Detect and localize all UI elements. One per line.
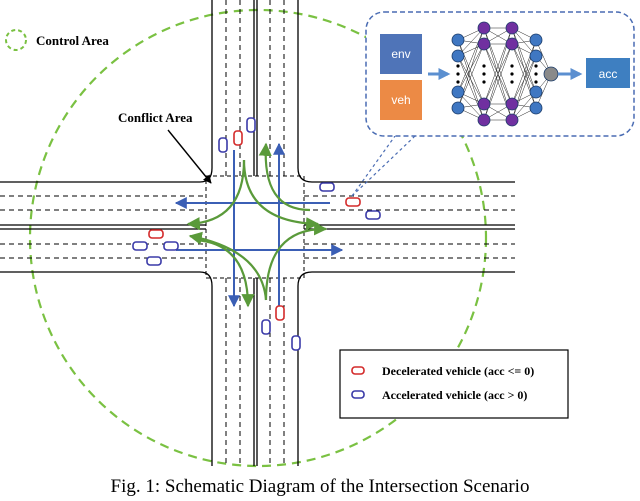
nn-node [543, 66, 559, 82]
acc-output-box [586, 58, 630, 88]
nn-ellipsis-dot [534, 64, 538, 68]
accelerated-vehicle [246, 117, 256, 133]
accelerated-vehicle [218, 137, 228, 153]
accelerated-vehicle [365, 210, 381, 220]
nn-node [505, 21, 519, 35]
nn-ellipsis-dot [510, 64, 514, 68]
control-area-label: Control Area [36, 33, 109, 48]
accelerated-vehicle [132, 241, 148, 251]
accelerated-vehicle [261, 319, 271, 335]
nn-connection [457, 27, 485, 93]
accelerated-vehicle [146, 256, 162, 266]
nn-connection [511, 43, 537, 93]
decelerated-vehicle [148, 229, 164, 239]
env-input-label: env [391, 47, 410, 61]
acc-output-label: acc [599, 67, 618, 81]
nn-node [451, 85, 465, 99]
nn-ellipsis-dot [482, 72, 486, 76]
accelerated-legend-label: Accelerated vehicle (acc > 0) [382, 388, 527, 402]
accelerated-vehicle [163, 241, 179, 251]
control-area-legend-icon [5, 29, 27, 51]
nn-ellipsis-dot [482, 64, 486, 68]
nn-node [529, 49, 543, 63]
nn-node [477, 113, 491, 127]
neural-network-panel: env veh acc [365, 11, 635, 137]
veh-input-box [380, 80, 422, 120]
nn-node [529, 101, 543, 115]
straight-movement-arrows [174, 142, 344, 308]
accelerated-vehicle [319, 182, 335, 192]
nn-node [451, 101, 465, 115]
nn-connection [511, 43, 537, 109]
nn-ellipsis-dot [510, 80, 514, 84]
nn-layers [451, 21, 559, 127]
control-area-circle [28, 8, 488, 468]
control-area-label-group: Control Area [5, 29, 109, 51]
nn-connection [511, 55, 537, 121]
vehicles [132, 117, 381, 351]
nn-node [505, 113, 519, 127]
nn-node [451, 33, 465, 47]
nn-ellipsis-dot [534, 80, 538, 84]
conflict-area-box [205, 175, 305, 279]
conflict-area-pointer [167, 129, 212, 184]
nn-node [477, 97, 491, 111]
nn-callout [351, 135, 416, 197]
accelerated-legend-icon [351, 390, 365, 399]
nn-node [505, 37, 519, 51]
nn-node [529, 85, 543, 99]
turning-movement-arrows [186, 142, 328, 308]
nn-connection [457, 55, 485, 105]
nn-node [477, 21, 491, 35]
decelerated-legend-icon [351, 366, 365, 375]
nn-node [505, 97, 519, 111]
vehicle-legend: Decelerated vehicle (acc <= 0) Accelerat… [339, 349, 569, 419]
nn-node [451, 49, 465, 63]
nn-ellipsis-dot [456, 64, 460, 68]
veh-input-label: veh [391, 93, 410, 107]
nn-ellipsis-dot [482, 80, 486, 84]
nn-ellipsis-dot [534, 72, 538, 76]
nn-ellipsis-dot [456, 80, 460, 84]
decelerated-legend-label: Decelerated vehicle (acc <= 0) [382, 364, 534, 378]
conflict-area-label: Conflict Area [118, 110, 193, 125]
decelerated-vehicle [233, 130, 243, 146]
nn-connection [511, 27, 537, 93]
nn-connection [457, 43, 485, 109]
decelerated-vehicle [345, 197, 361, 207]
accelerated-vehicle [291, 335, 301, 351]
nn-connection [457, 39, 485, 105]
nn-ellipsis-dot [510, 72, 514, 76]
env-input-box [380, 34, 422, 74]
nn-node [529, 33, 543, 47]
figure-caption: Fig. 1: Schematic Diagram of the Interse… [111, 476, 530, 496]
nn-ellipsis-dot [456, 72, 460, 76]
nn-connection [511, 39, 537, 105]
decelerated-vehicle [275, 305, 285, 321]
nn-connection [457, 55, 485, 121]
nn-node [477, 37, 491, 51]
